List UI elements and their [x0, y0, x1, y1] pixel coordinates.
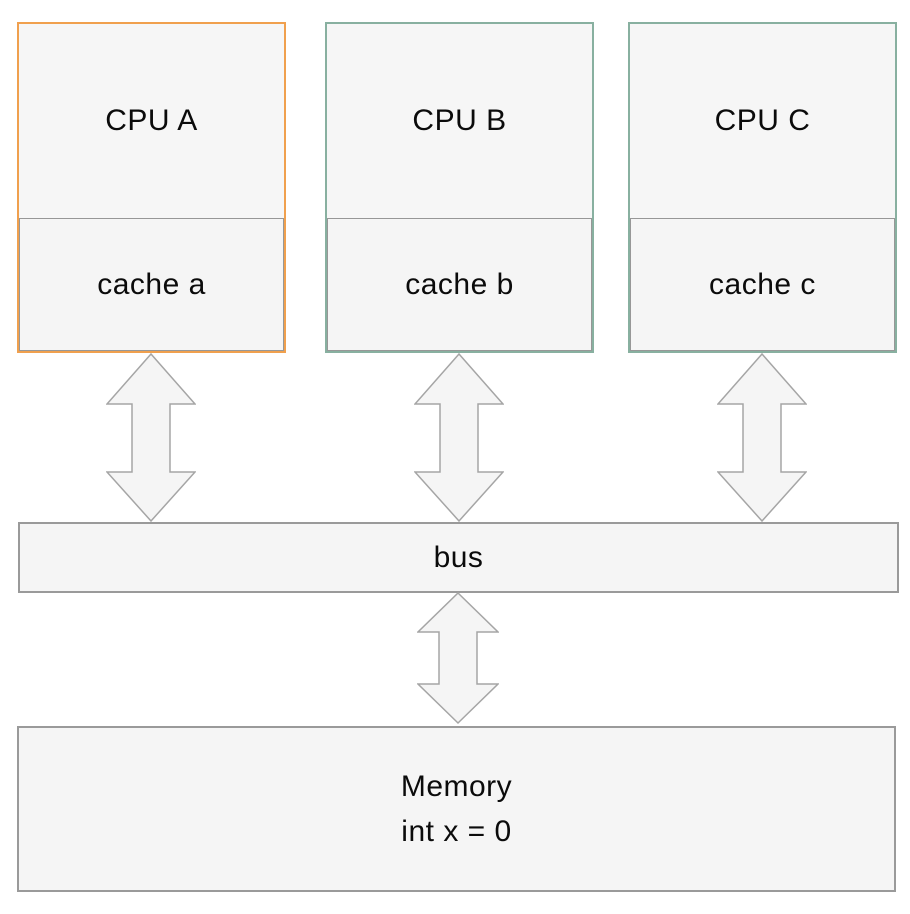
cpu-a-label: CPU A — [105, 104, 198, 137]
bus-label: bus — [433, 540, 484, 574]
cache-a-box: cache a — [19, 218, 284, 351]
double-arrow-icon — [716, 352, 808, 523]
cpu-b-group: CPU B cache b — [325, 22, 594, 353]
cpu-b-label: CPU B — [412, 104, 507, 137]
double-arrow-icon — [105, 352, 197, 523]
double-arrow-icon — [413, 352, 505, 523]
cpu-b-box: CPU B — [327, 24, 592, 218]
cpu-c-label: CPU C — [714, 104, 811, 137]
bus-memory-arrow — [416, 591, 500, 725]
bus-box: bus — [18, 522, 899, 593]
double-arrow-icon — [416, 591, 500, 725]
cpu-a-group: CPU A cache a — [17, 22, 286, 353]
cpu-c-box: CPU C — [630, 24, 895, 218]
cache-b-bus-arrow — [413, 352, 505, 523]
memory-value: int x = 0 — [401, 815, 512, 848]
cache-a-bus-arrow — [105, 352, 197, 523]
cpu-a-box: CPU A — [19, 24, 284, 218]
cache-a-label: cache a — [97, 267, 206, 301]
cache-b-box: cache b — [327, 218, 592, 351]
cache-c-bus-arrow — [716, 352, 808, 523]
cache-c-box: cache c — [630, 218, 895, 351]
memory-title: Memory — [400, 770, 513, 803]
cache-c-label: cache c — [709, 267, 816, 301]
cache-b-label: cache b — [405, 267, 514, 301]
cpu-c-group: CPU C cache c — [628, 22, 897, 353]
memory-box: Memory int x = 0 — [17, 726, 896, 892]
